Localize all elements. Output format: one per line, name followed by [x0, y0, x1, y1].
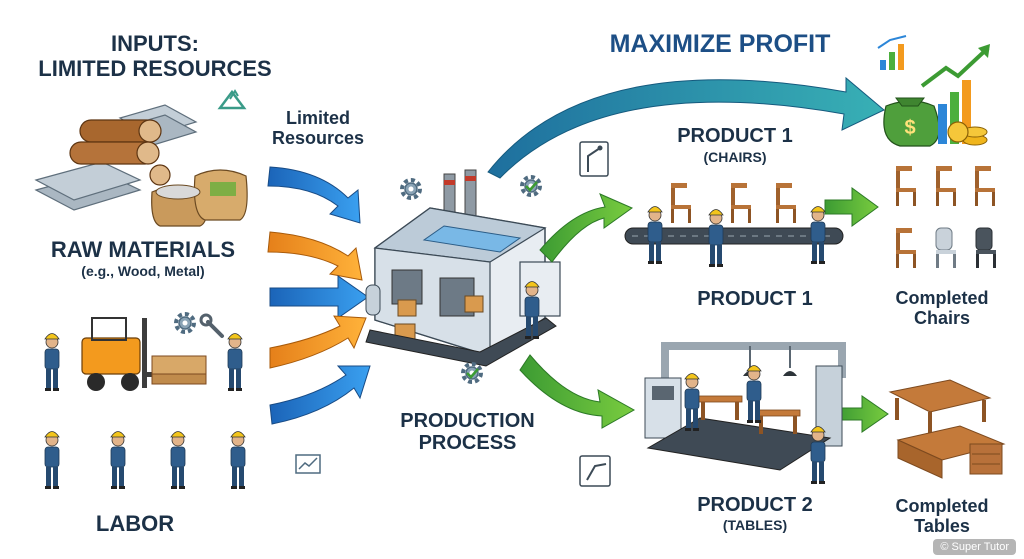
profit-arrow	[487, 76, 885, 179]
raw-materials-examples: (e.g., Wood, Metal)	[81, 263, 205, 279]
limited-resources-line2: Resources	[271, 128, 365, 149]
product2-label: PRODUCT 2	[697, 494, 813, 516]
input-arrows	[267, 166, 371, 425]
svg-text:$: $	[904, 117, 915, 139]
production-process-label: PRODUCTION PROCESS	[375, 410, 560, 455]
completed-tables-illustration	[888, 379, 1006, 479]
table-production-illustration	[644, 342, 846, 485]
production-process-line2: PROCESS	[418, 432, 517, 455]
completed-chairs-line1: Completed	[895, 288, 989, 308]
checkmark-gear-icon	[520, 175, 542, 197]
wrench-icon	[199, 313, 224, 338]
product1-middle-label: PRODUCT 1	[697, 288, 813, 310]
forklift-illustration	[81, 317, 207, 391]
growth-chart-icon	[920, 44, 990, 144]
product2-sublabel: (TABLES)	[722, 517, 788, 533]
limited-resources-line1: Limited	[285, 108, 350, 128]
completed-chairs-illustration	[896, 166, 996, 268]
gear-icon	[400, 178, 422, 200]
maximize-profit-title: MAXIMIZE PROFIT	[609, 30, 831, 58]
labor-heading: LABOR	[95, 511, 175, 536]
completed-tables-label: Completed Tables	[880, 496, 1004, 536]
limited-resources-label: Limited Resources	[258, 108, 378, 148]
recycle-icon	[217, 89, 247, 110]
completed-tables-line1: Completed	[895, 496, 989, 516]
inputs-title-line1: INPUTS:	[111, 31, 199, 56]
material-sacks-illustration	[151, 169, 248, 227]
analytics-icon	[295, 454, 321, 474]
wood-logs-illustration	[69, 119, 171, 186]
chair-conveyor-illustration	[624, 183, 844, 268]
raw-materials-heading: RAW MATERIALS	[50, 237, 236, 262]
watermark: © Super Tutor	[933, 539, 1016, 555]
product1-top-label: PRODUCT 1	[677, 125, 793, 147]
completed-tables-line2: Tables	[914, 516, 970, 537]
robot-arm-icon	[579, 141, 609, 177]
coin-stack-icon	[947, 121, 988, 146]
factory-illustration	[365, 169, 561, 367]
mini-bar-chart-icon	[877, 35, 907, 70]
flow-arrows	[519, 187, 889, 433]
checkmark-gear-icon	[461, 362, 483, 384]
gear-icon	[174, 312, 196, 334]
robot-arm-icon	[579, 455, 611, 487]
completed-chairs-line2: Chairs	[913, 308, 971, 329]
money-bag-icon: $	[883, 97, 940, 147]
inputs-title: INPUTS: LIMITED RESOURCES	[10, 31, 300, 81]
completed-chairs-label: Completed Chairs	[880, 288, 1004, 328]
production-process-line1: PRODUCTION	[400, 410, 535, 432]
inputs-title-line2: LIMITED RESOURCES	[38, 55, 272, 81]
product1-top-sublabel: (CHAIRS)	[703, 149, 767, 165]
